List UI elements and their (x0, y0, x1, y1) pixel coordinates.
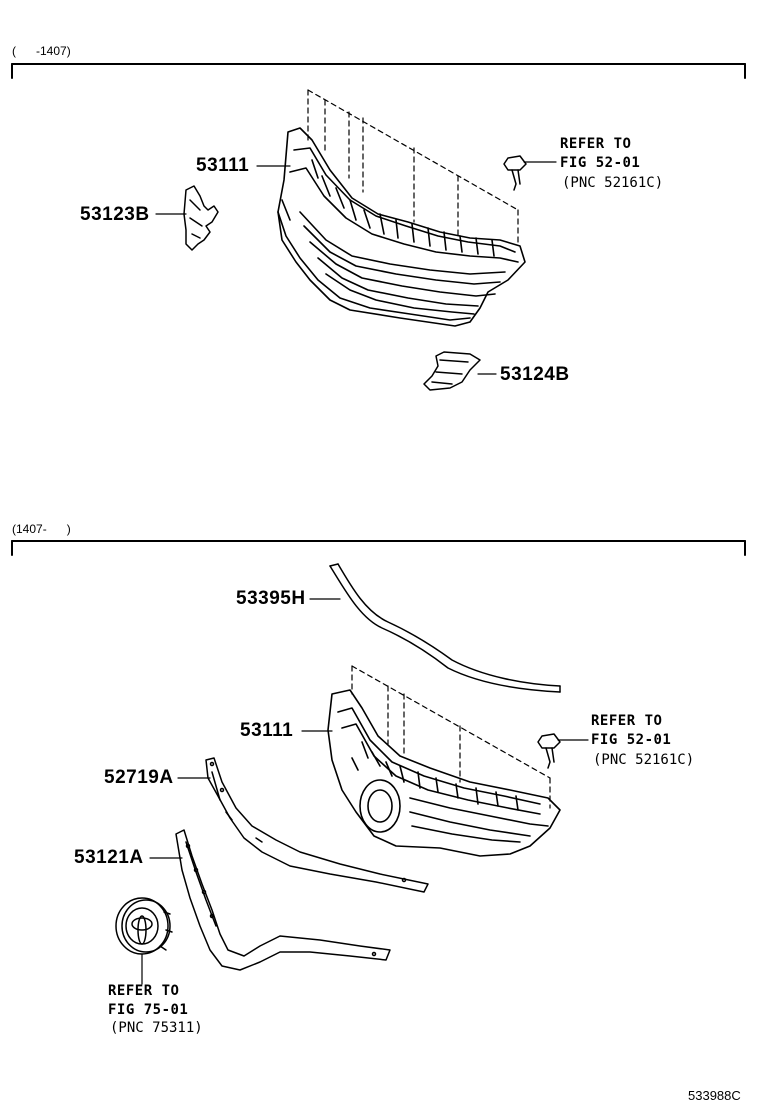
part-label-53111-bottom[interactable]: 53111 (240, 720, 294, 741)
refer-emblem-line1: REFER TO (108, 983, 180, 999)
clip-52161C-bottom[interactable] (537, 733, 589, 769)
part-label-53124B[interactable]: 53124B (500, 364, 570, 385)
garnish-52719A[interactable] (177, 757, 429, 893)
refer-clip-top-line2[interactable]: FIG 52-01 (560, 155, 641, 171)
garnish-53121A[interactable] (149, 829, 391, 971)
part-label-53121A[interactable]: 53121A (74, 847, 144, 868)
refer-clip-top-line1: REFER TO (560, 136, 632, 152)
toyota-emblem-icon[interactable] (115, 897, 173, 985)
clip-52161C-top[interactable] (503, 155, 557, 191)
part-label-53123B[interactable]: 53123B (80, 204, 150, 225)
refer-clip-bottom-line2[interactable]: FIG 52-01 (591, 732, 672, 748)
dashed-leaders-2 (351, 665, 551, 809)
section2-bracket (11, 540, 746, 556)
molding-53395H[interactable] (309, 563, 561, 693)
bracket-53123B[interactable] (155, 185, 219, 251)
refer-emblem-line2[interactable]: FIG 75-01 (108, 1002, 189, 1018)
section1-header: ( -1407) (12, 44, 71, 58)
grille-53111-bottom[interactable] (327, 689, 561, 857)
section1-bracket (11, 63, 746, 79)
section2-header: (1407- ) (12, 522, 71, 536)
refer-emblem-line3: (PNC 75311) (110, 1020, 203, 1036)
part-label-53111-top[interactable]: 53111 (196, 155, 250, 176)
dashed-leaders-1 (307, 89, 519, 247)
refer-clip-top-line3: (PNC 52161C) (562, 175, 664, 191)
figure-id: 533988C (688, 1088, 741, 1103)
part-label-53395H[interactable]: 53395H (236, 588, 306, 609)
grille-53111-top[interactable] (277, 127, 526, 327)
part-label-52719A[interactable]: 52719A (104, 767, 174, 788)
refer-clip-bottom-line1: REFER TO (591, 713, 663, 729)
bracket-53124B[interactable] (423, 351, 497, 391)
refer-clip-bottom-line3: (PNC 52161C) (593, 752, 695, 768)
